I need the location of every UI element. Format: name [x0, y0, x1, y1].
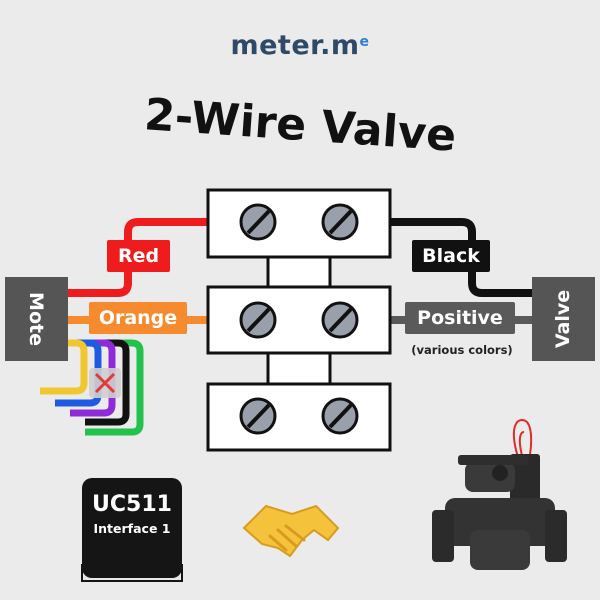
screw-icon	[239, 203, 277, 241]
yellow-wire	[40, 339, 88, 395]
brand-logo: meter.me	[0, 30, 600, 61]
handshake-icon	[242, 504, 340, 558]
terminal-block	[206, 188, 392, 452]
positive-note: (various colors)	[411, 343, 513, 357]
uc511-device	[82, 478, 182, 578]
terminal-row-1	[206, 188, 392, 259]
screw-icon	[321, 397, 359, 435]
terminal-row-2	[206, 285, 392, 355]
screw-icon	[321, 203, 359, 241]
logo-text: meter.m	[230, 30, 360, 61]
valve-box: Valve	[532, 277, 595, 361]
solenoid-valve-icon	[432, 418, 567, 570]
mote-box: Mote	[5, 277, 68, 361]
screw-icons	[239, 203, 359, 435]
red-wire-label: Red	[107, 240, 170, 272]
terminal-connector-1	[266, 255, 332, 290]
orange-wire-label: Orange	[89, 302, 187, 334]
black-wire-label: Black	[412, 240, 490, 272]
logo-superscript: e	[359, 34, 370, 50]
device-interface: Interface 1	[93, 521, 171, 536]
disconnected-x-icon	[94, 372, 116, 394]
green-wire	[68, 339, 144, 436]
terminal-row-3	[206, 382, 392, 452]
device-model: UC511	[92, 492, 172, 517]
screw-icon	[321, 301, 359, 339]
valve-label: Valve	[552, 289, 574, 349]
screw-icon	[239, 397, 277, 435]
terminal-connector-2	[266, 351, 332, 386]
black-unused-wire	[68, 339, 130, 426]
mote-label: Mote	[25, 292, 47, 346]
positive-wire-label: Positive	[405, 302, 515, 334]
screw-icon	[239, 301, 277, 339]
